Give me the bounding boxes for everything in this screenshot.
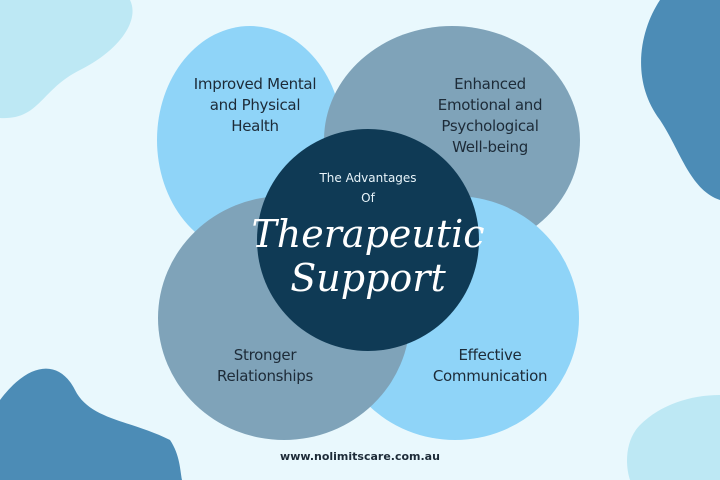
center-title-line1: Therapeutic <box>251 212 485 256</box>
benefit-line: Stronger <box>233 346 297 364</box>
center-subtitle-line1: The Advantages <box>319 171 417 185</box>
blob-top-right <box>641 0 720 200</box>
benefit-line: Well-being <box>452 138 528 156</box>
center-title-line2: Support <box>290 256 446 300</box>
benefit-line: Emotional and <box>437 96 543 114</box>
benefit-stronger-relationships: Stronger Relationships <box>200 345 330 387</box>
blob-top-left <box>0 0 133 119</box>
benefit-line: Enhanced <box>454 75 526 93</box>
benefit-emotional-wellbeing: Enhanced Emotional and Psychological Wel… <box>420 74 560 158</box>
center-title: Therapeutic Support <box>250 212 486 300</box>
benefit-line: Improved Mental <box>193 75 317 93</box>
blob-bottom-left <box>0 368 182 480</box>
benefit-line: Health <box>231 117 279 135</box>
center-subtitle: The Advantages Of <box>268 168 468 208</box>
benefit-line: Communication <box>432 367 548 385</box>
benefit-line: Psychological <box>441 117 539 135</box>
benefit-line: Effective <box>458 346 522 364</box>
benefit-mental-physical-health: Improved Mental and Physical Health <box>180 74 330 137</box>
benefit-effective-communication: Effective Communication <box>420 345 560 387</box>
benefit-line: Relationships <box>217 367 313 385</box>
center-circle <box>257 129 479 351</box>
center-subtitle-line2: Of <box>361 191 375 205</box>
blob-bottom-right <box>627 395 720 480</box>
benefit-line: and Physical <box>209 96 301 114</box>
footer-url: www.nolimitscare.com.au <box>280 450 440 463</box>
